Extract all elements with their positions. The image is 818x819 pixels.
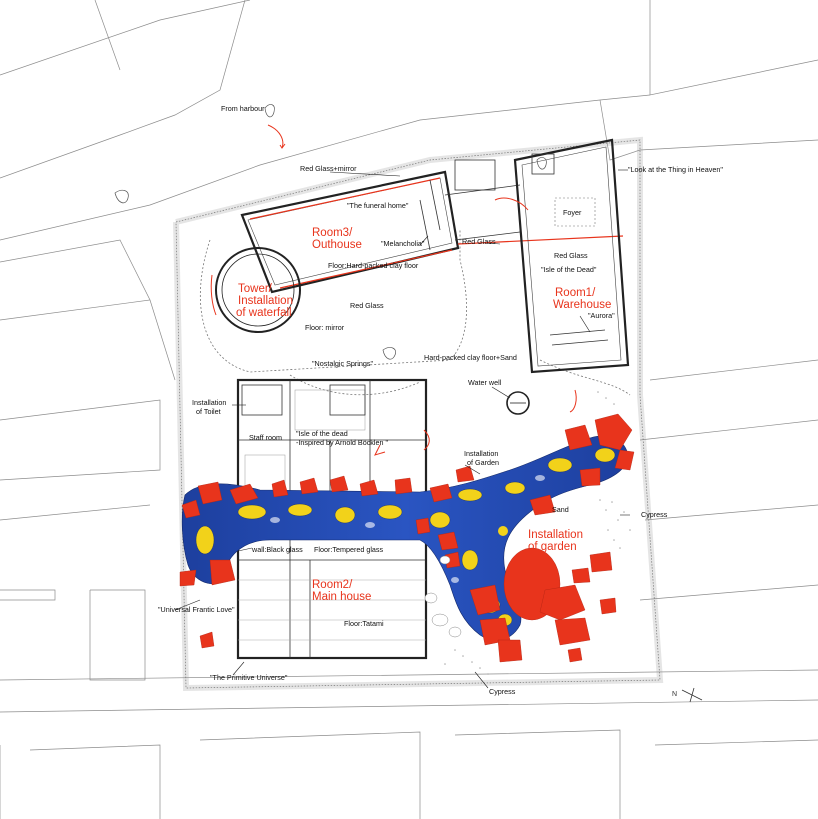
label-isle-dead-short: "Isle of the Dead" xyxy=(541,265,597,274)
label-aurora: "Aurora" xyxy=(588,311,615,320)
label-isle-bocklen-1: "Isle of the dead xyxy=(296,429,348,438)
label-garden-1: Installation xyxy=(464,449,498,458)
label-garden-2: of Garden xyxy=(467,458,499,467)
label-room3-outhouse: Outhouse xyxy=(312,239,362,251)
label-room1: Room1/ xyxy=(555,287,596,299)
courtyard-outline xyxy=(200,230,467,373)
label-water-well: Water well xyxy=(468,378,502,387)
leader-lines xyxy=(174,169,630,689)
label-install-garden-2: of garden xyxy=(528,541,577,553)
label-floor-tempered: Floor:Tempered glass xyxy=(314,545,384,554)
label-frantic-love: "Universal Frantic Love" xyxy=(158,605,235,614)
direction-arrows xyxy=(267,124,577,456)
label-install-garden-1: Installation xyxy=(528,529,583,541)
label-room3: Room3/ xyxy=(312,227,353,239)
label-toilet-1: Installation xyxy=(192,398,226,407)
label-cypress-1: Cypress xyxy=(641,510,668,519)
label-room2-main-house: Main house xyxy=(312,591,371,603)
label-sand: Sand xyxy=(552,505,569,514)
label-tower: Tower/ xyxy=(238,283,273,295)
room3-outhouse xyxy=(240,170,460,294)
north-arrow-icon: N xyxy=(672,687,703,703)
label-primitive-universe: "The Primitive Universe" xyxy=(210,673,288,682)
label-wall-black-glass: wall:Black glass xyxy=(251,545,303,554)
label-tower-waterfall: of waterfall xyxy=(236,307,292,319)
label-red-glass-1: Red Glass xyxy=(462,237,496,246)
label-room2: Room2/ xyxy=(312,579,353,591)
label-melancholia: "Melancholia" xyxy=(381,239,425,248)
label-tower-installation: Installation xyxy=(238,295,293,307)
connector-corridor xyxy=(444,159,624,245)
label-room1-warehouse: Warehouse xyxy=(553,299,611,311)
label-floor-clay: Floor:Hard-packed clay floor xyxy=(328,261,419,270)
label-from-harbour: From harbour xyxy=(221,104,265,113)
label-toilet-2: of Toilet xyxy=(196,407,221,416)
label-clay-sand: Hard-packed clay floor+Sand xyxy=(424,353,517,362)
label-cypress-2: Cypress xyxy=(489,687,516,696)
label-nostalgic: "Nostalgic Springs" xyxy=(312,359,373,368)
garden-installation xyxy=(179,391,635,675)
labels: From harbour Red Glass+mirror "The funer… xyxy=(158,104,723,696)
north-label: N xyxy=(672,691,677,698)
label-floor-mirror: Floor: mirror xyxy=(305,323,345,332)
label-floor-tatami: Floor:Tatami xyxy=(344,619,384,628)
label-look-heaven: "Look at the Thing in Heaven" xyxy=(628,165,723,174)
label-foyer: Foyer xyxy=(563,208,582,217)
label-staff-room: Staff room xyxy=(249,433,282,442)
label-red-glass-2: Red Glass xyxy=(554,251,588,260)
label-red-glass-3: Red Glass xyxy=(350,301,384,310)
site-boundary xyxy=(173,136,664,692)
person-icon xyxy=(114,104,547,360)
room1-warehouse xyxy=(513,138,630,374)
label-isle-bocklen-2: -Inspired by Arnold Böcklen " xyxy=(296,438,388,447)
tower-waterfall xyxy=(210,247,301,333)
label-funeral-home: "The funeral home" xyxy=(347,201,409,210)
water-well xyxy=(506,391,530,415)
label-red-glass-mirror: Red Glass+mirror xyxy=(300,164,357,173)
